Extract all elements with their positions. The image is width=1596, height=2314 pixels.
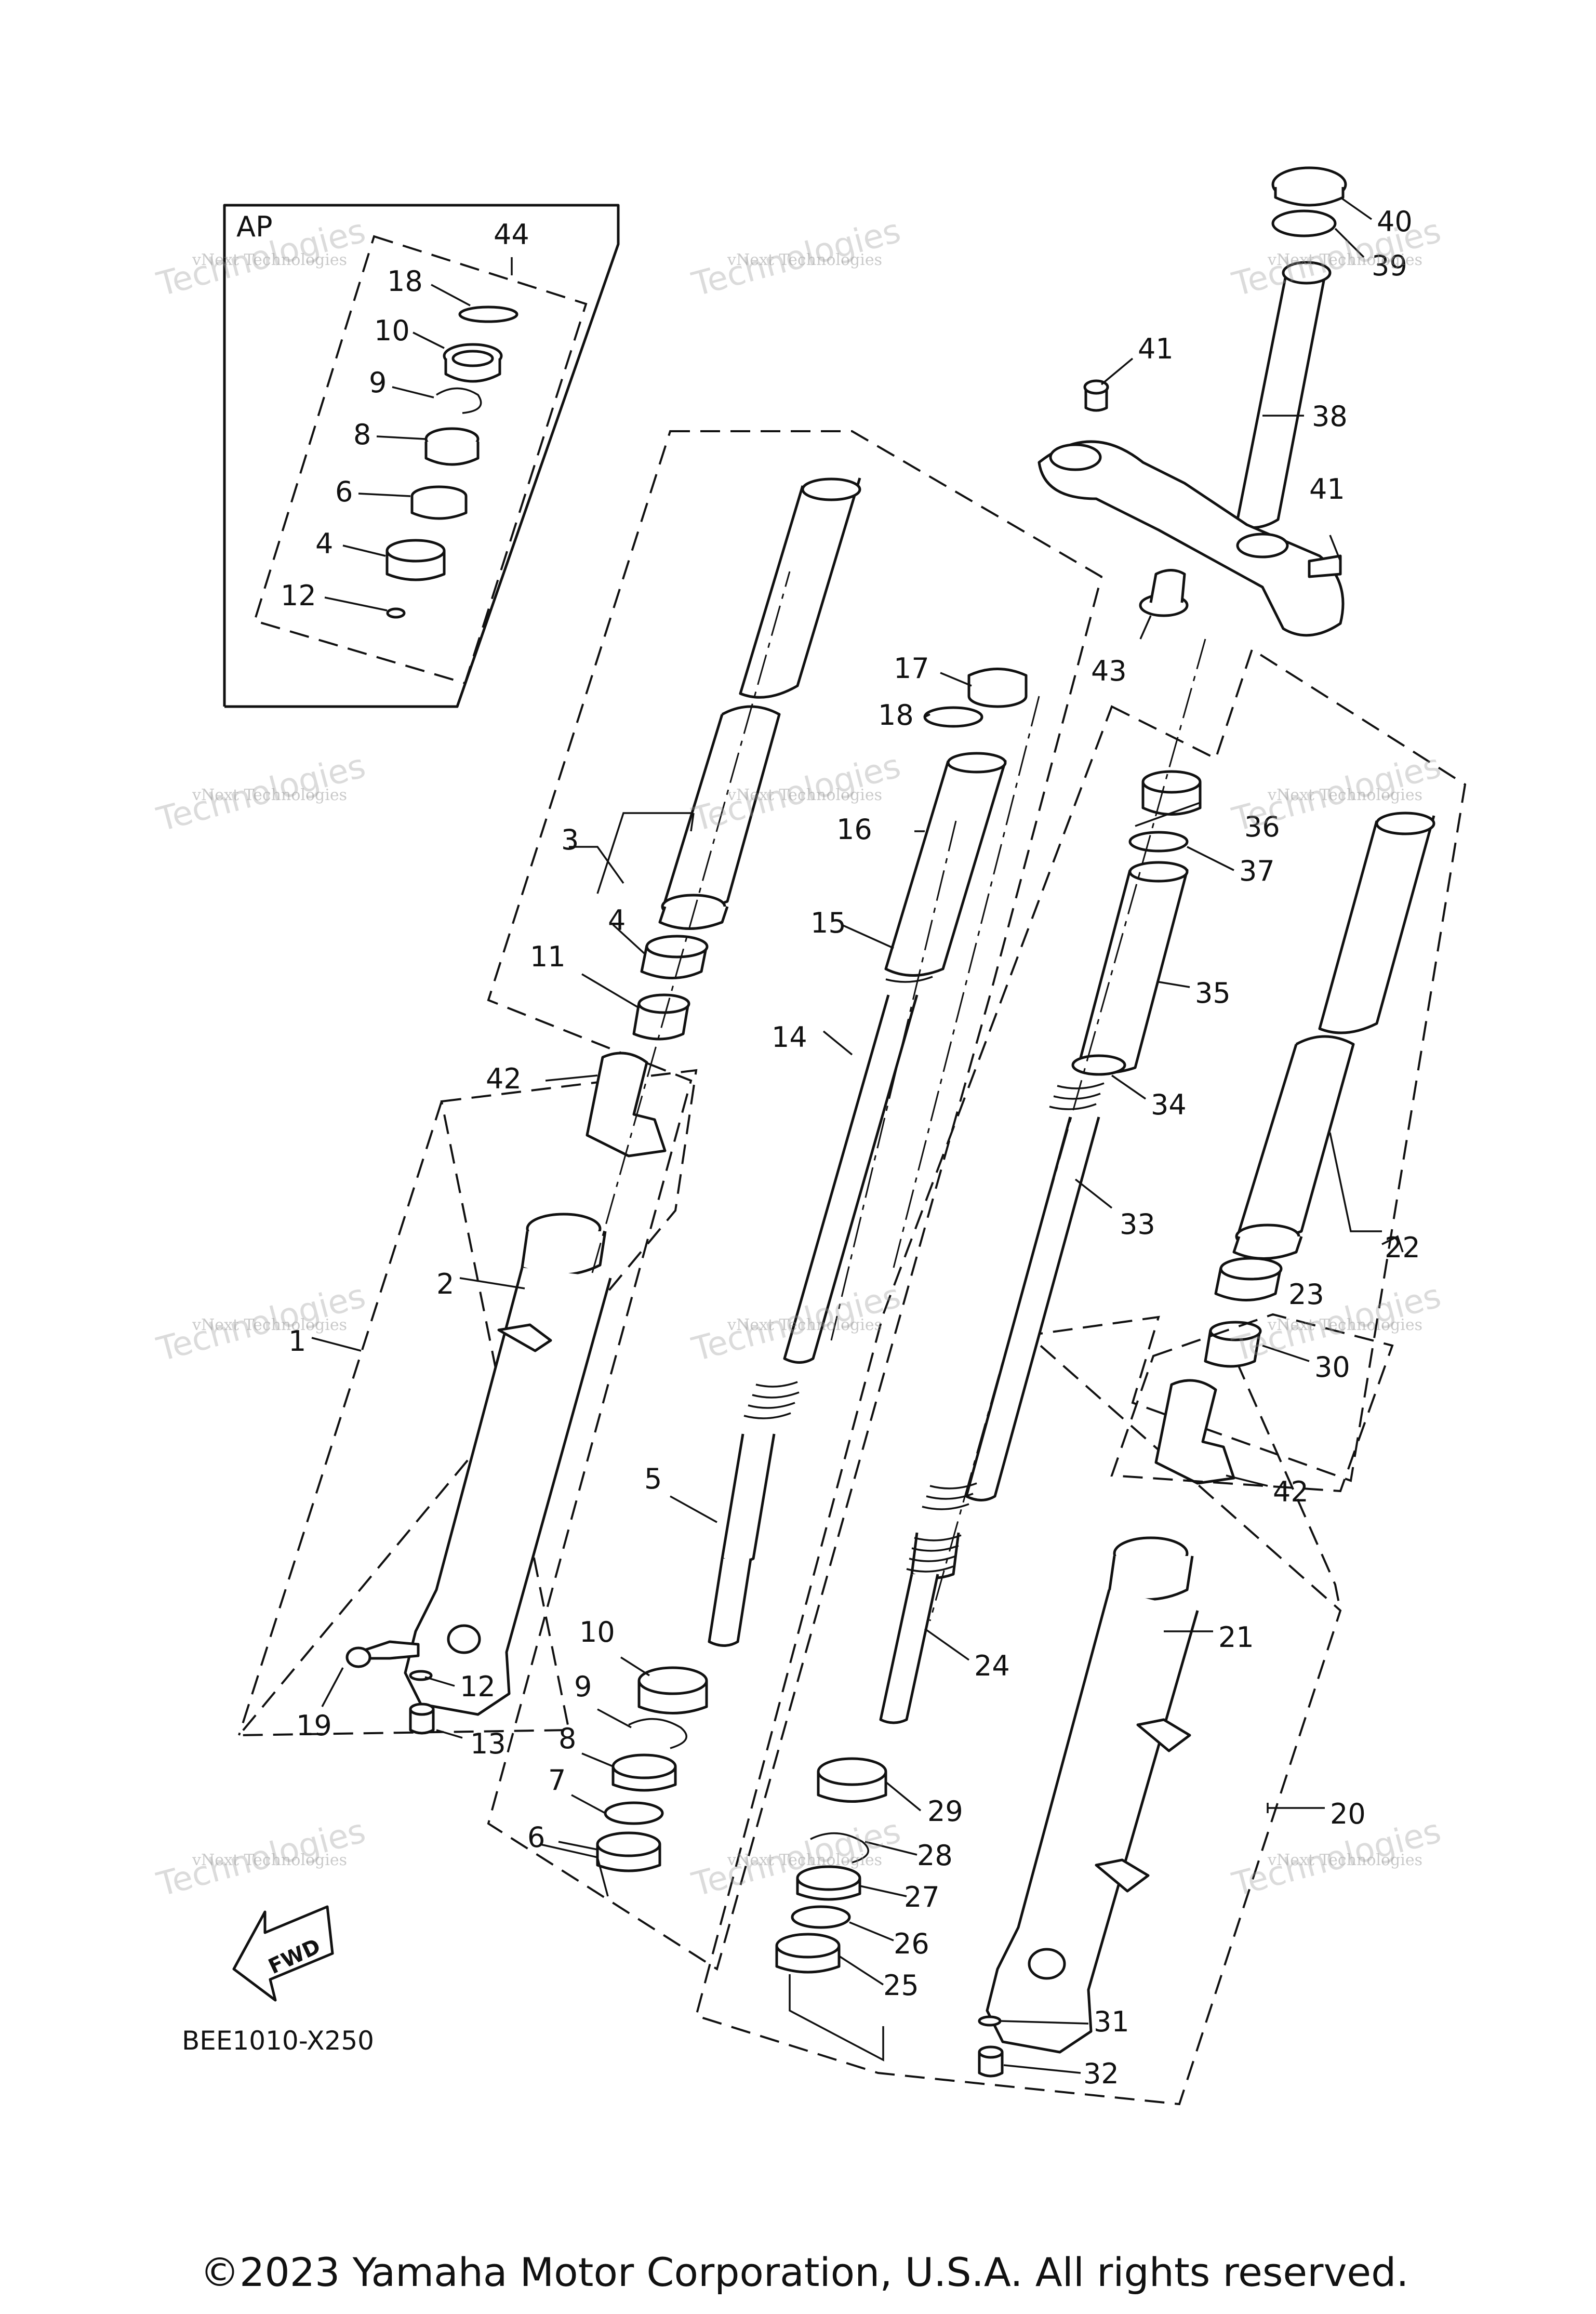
callout-37: 37 (1239, 855, 1275, 887)
callout-7: 7 (548, 1764, 566, 1797)
watermark-7: vNext Technologies (192, 1316, 347, 1334)
watermark-3: vNext Technologies (1267, 251, 1422, 269)
callout-43: 43 (1091, 655, 1127, 687)
callout-36: 36 (1244, 810, 1280, 843)
callout-42-left: 42 (486, 1062, 522, 1095)
leader-lines (311, 196, 1404, 2074)
fwd-arrow-icon: FWD (232, 1905, 334, 2002)
inset-parts (385, 305, 518, 619)
callout-18-inset: 18 (387, 265, 423, 298)
watermark-8: vNext Technologies (727, 1316, 882, 1334)
inset-ap-box: AP 44 18 10 9 8 6 4 12 (223, 204, 620, 708)
callout-23: 23 (1288, 1278, 1324, 1311)
callout-22: 22 (1385, 1231, 1420, 1264)
inset-label: AP (236, 210, 273, 243)
callout-12: 12 (460, 1670, 496, 1703)
callout-15: 15 (810, 907, 846, 939)
callout-31: 31 (1094, 2005, 1129, 2038)
callout-9: 9 (574, 1670, 592, 1703)
callout-41-top: 41 (1138, 333, 1174, 365)
callout-14: 14 (772, 1021, 807, 1054)
diagram-code: BEE1010-X250 (182, 2026, 374, 2056)
watermark-12: vNext Technologies (1267, 1851, 1422, 1869)
callout-28: 28 (917, 1839, 953, 1872)
callout-17: 17 (894, 652, 929, 685)
watermark-6: vNext Technologies (1267, 786, 1422, 804)
callout-4-inset: 4 (315, 527, 333, 560)
callout-8-inset: 8 (353, 418, 371, 451)
callout-40: 40 (1377, 205, 1413, 238)
callout-10-inset: 10 (374, 314, 410, 347)
watermark-1: vNext Technologies (192, 251, 347, 269)
callout-20: 20 (1330, 1798, 1366, 1830)
callout-44: 44 (494, 218, 529, 251)
copyright-text: ©2023 Yamaha Motor Corporation, U.S.A. A… (200, 2249, 1409, 2295)
callout-13: 13 (470, 1727, 506, 1760)
callout-35: 35 (1195, 977, 1231, 1009)
callout-5: 5 (644, 1462, 662, 1495)
callout-25: 25 (883, 1969, 919, 2002)
callout-6: 6 (527, 1821, 545, 1854)
callout-12-inset: 12 (281, 579, 316, 612)
callout-42-right: 42 (1273, 1475, 1309, 1508)
callout-6-inset: 6 (335, 475, 353, 508)
callout-34: 34 (1151, 1088, 1187, 1121)
callout-10: 10 (579, 1616, 615, 1648)
callout-16: 16 (836, 813, 872, 846)
right-fork-assembly (695, 166, 1467, 2106)
callout-26: 26 (894, 1927, 929, 1960)
left-fork-assembly (236, 430, 1103, 1971)
callout-19: 19 (296, 1709, 332, 1742)
callout-41-right: 41 (1309, 473, 1345, 506)
callout-33: 33 (1120, 1208, 1155, 1241)
callout-4: 4 (608, 904, 626, 937)
callout-38: 38 (1312, 400, 1348, 433)
watermark-4: vNext Technologies (192, 786, 347, 804)
callout-29: 29 (927, 1795, 963, 1828)
callout-21: 21 (1218, 1621, 1254, 1654)
callout-39: 39 (1372, 249, 1407, 282)
callout-8: 8 (558, 1722, 576, 1755)
callout-27: 27 (904, 1881, 940, 1913)
callout-18: 18 (878, 699, 914, 732)
watermark-11: vNext Technologies (727, 1851, 882, 1869)
callout-9-inset: 9 (369, 366, 387, 399)
callout-numbers: 40 39 38 41 41 43 17 18 16 15 14 3 4 11 … (288, 205, 1420, 2090)
watermark-9: vNext Technologies (1267, 1316, 1422, 1334)
callout-2: 2 (436, 1268, 454, 1300)
callout-30: 30 (1314, 1351, 1350, 1384)
callout-3: 3 (561, 823, 579, 856)
watermark-10: vNext Technologies (192, 1851, 347, 1869)
callout-24: 24 (974, 1650, 1010, 1682)
watermark-2: vNext Technologies (727, 251, 882, 269)
callout-1: 1 (288, 1325, 306, 1358)
callout-11: 11 (530, 940, 566, 973)
callout-32: 32 (1083, 2057, 1119, 2090)
watermark-5: vNext Technologies (727, 786, 882, 804)
